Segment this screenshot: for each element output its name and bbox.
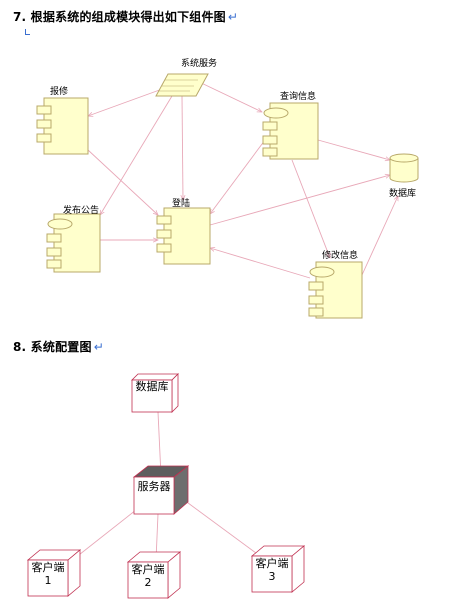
component-login <box>156 207 211 265</box>
label-login: 登陆 <box>172 199 191 209</box>
paragraph-mark-icon: ↵ <box>227 10 239 24</box>
node-label-client3: 客户端 3 <box>252 557 292 583</box>
connector-repair-login <box>87 149 158 215</box>
label-modify-info: 修改信息 <box>322 251 359 261</box>
heading-text: 8. 系统配置图 <box>13 340 92 354</box>
component-connectors <box>87 79 399 279</box>
deployment-connectors <box>69 411 261 563</box>
link-server-client1 <box>69 509 137 563</box>
client-label-line2: 1 <box>44 574 52 587</box>
connector-service-announce <box>100 95 173 215</box>
component-announce <box>46 213 101 273</box>
paragraph-mark-icon: ↵ <box>93 340 104 354</box>
connector-query-database <box>317 139 390 160</box>
connector-query-login <box>210 139 266 214</box>
connector-query-modify <box>291 159 330 258</box>
connector-login-database <box>209 175 390 226</box>
node-database-box <box>131 373 179 413</box>
label-system-service: 系统服务 <box>181 59 218 69</box>
label-query-info: 查询信息 <box>280 92 317 102</box>
client-label-line1: 客户端 <box>255 557 289 570</box>
connector-service-login <box>182 95 183 200</box>
link-server-client3 <box>183 499 261 557</box>
heading-text: 7. 根据系统的组成模块得出如下组件图 <box>13 10 226 24</box>
label-database: 数据库 <box>389 189 417 199</box>
cursor-mark <box>25 29 30 35</box>
link-db-server <box>157 411 162 477</box>
client-label-line2: 2 <box>144 576 152 589</box>
component-repair <box>36 97 89 155</box>
label-repair: 报修 <box>50 87 69 97</box>
node-label-server: 服务器 <box>137 480 171 493</box>
client-label-line1: 客户端 <box>31 561 65 574</box>
connector-service-query <box>194 79 262 113</box>
node-server-box <box>132 465 190 515</box>
component-modify-info <box>308 261 363 319</box>
client-label-line2: 3 <box>268 570 276 583</box>
node-label-client2: 客户端 2 <box>128 563 168 589</box>
system-service-shape <box>155 73 209 97</box>
node-label-database: 数据库 <box>135 380 169 393</box>
connector-service-repair <box>88 87 166 116</box>
section-heading-component-diagram: 7. 根据系统的组成模块得出如下组件图↵ <box>13 8 238 25</box>
node-label-client1: 客户端 1 <box>28 561 68 587</box>
client-label-line1: 客户端 <box>131 563 165 576</box>
connector-modify-login <box>210 248 311 279</box>
section-heading-deployment-diagram: 8. 系统配置图↵ <box>13 338 104 355</box>
label-announce: 发布公告 <box>63 206 100 216</box>
database-cylinder <box>389 153 419 183</box>
node-client3-box <box>250 545 306 593</box>
connector-modify-database <box>361 196 399 276</box>
node-client2-box <box>126 551 182 599</box>
node-client1-box <box>26 549 82 597</box>
component-query-info <box>262 102 319 160</box>
